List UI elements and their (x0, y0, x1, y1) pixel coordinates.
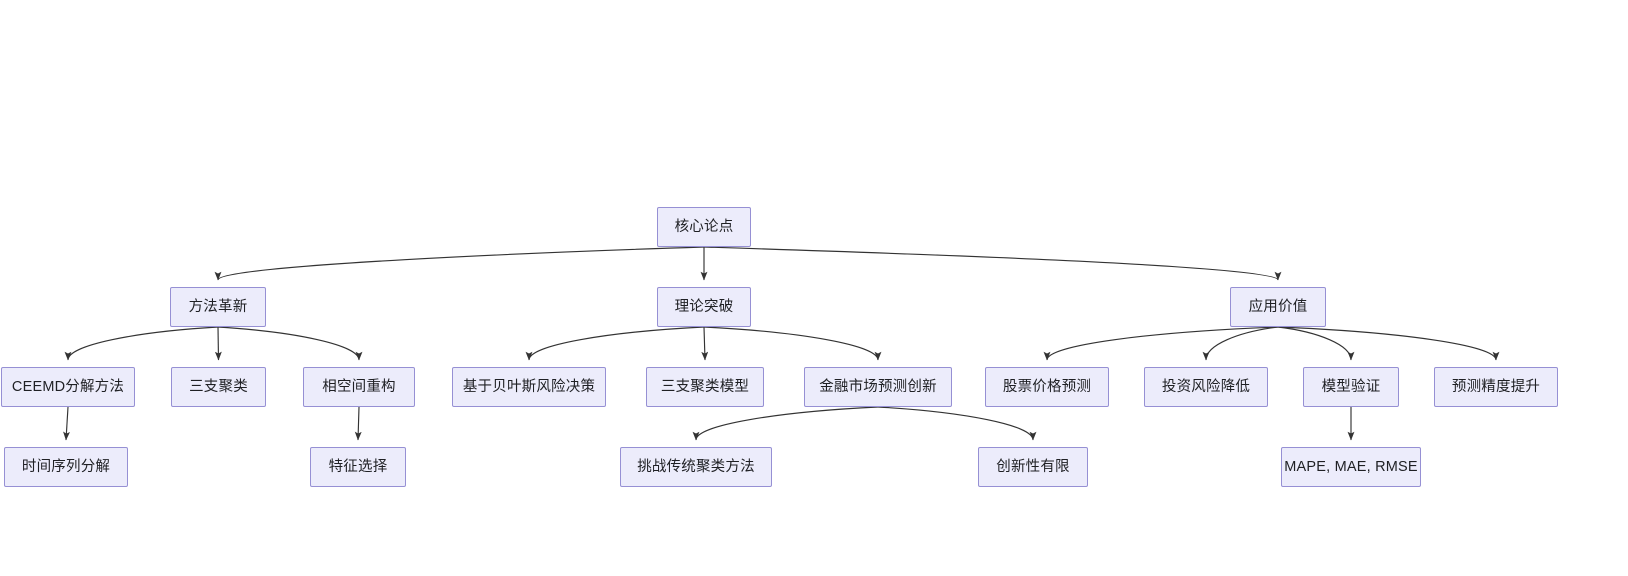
node-label: 三支聚类模型 (660, 378, 750, 395)
edge-theory-to-threemodel (701, 326, 709, 361)
edge-application-to-accuracy (1277, 326, 1500, 361)
edge-application-to-stock (1043, 326, 1279, 361)
node-finance[interactable]: 金融市场预测创新 (804, 367, 952, 407)
node-application[interactable]: 应用价值 (1230, 287, 1326, 327)
node-label: 时间序列分解 (21, 458, 111, 475)
node-phase[interactable]: 相空间重构 (303, 367, 415, 407)
edge-method-to-threeway (214, 326, 222, 361)
node-label: 应用价值 (1248, 298, 1308, 315)
edge-ceemd-to-tsdecomp (63, 406, 70, 441)
node-label: 金融市场预测创新 (819, 378, 937, 395)
node-label: MAPE, MAE, RMSE (1284, 458, 1418, 475)
node-limited[interactable]: 创新性有限 (978, 447, 1088, 487)
node-label: 基于贝叶斯风险决策 (462, 378, 596, 395)
edge-root-to-application (703, 246, 1282, 281)
node-challenge[interactable]: 挑战传统聚类方法 (620, 447, 772, 487)
node-stock[interactable]: 股票价格预测 (985, 367, 1109, 407)
edge-method-to-ceemd (64, 326, 219, 361)
node-ceemd[interactable]: CEEMD分解方法 (1, 367, 135, 407)
edge-finance-to-challenge (692, 406, 879, 441)
node-label: 预测精度提升 (1451, 378, 1541, 395)
node-label: 相空间重构 (322, 378, 396, 395)
node-label: 模型验证 (1321, 378, 1381, 395)
edge-theory-to-bayes (525, 326, 705, 361)
node-label: 核心论点 (674, 218, 734, 235)
edge-application-to-validate (1277, 326, 1355, 361)
node-label: CEEMD分解方法 (11, 378, 125, 395)
node-accuracy[interactable]: 预测精度提升 (1434, 367, 1558, 407)
node-label: 挑战传统聚类方法 (637, 458, 755, 475)
node-label: 方法革新 (188, 298, 248, 315)
edge-root-to-method (214, 246, 705, 281)
edge-phase-to-feature (354, 406, 362, 441)
edge-application-to-risk (1202, 326, 1279, 361)
node-theory[interactable]: 理论突破 (657, 287, 751, 327)
node-label: 特征选择 (328, 458, 388, 475)
node-threemodel[interactable]: 三支聚类模型 (646, 367, 764, 407)
node-validate[interactable]: 模型验证 (1303, 367, 1399, 407)
node-threeway[interactable]: 三支聚类 (171, 367, 266, 407)
edge-method-to-phase (217, 326, 363, 361)
node-label: 创新性有限 (996, 458, 1070, 475)
node-root[interactable]: 核心论点 (657, 207, 751, 247)
edge-finance-to-limited (877, 406, 1037, 441)
node-metrics[interactable]: MAPE, MAE, RMSE (1281, 447, 1421, 487)
edge-theory-to-finance (703, 326, 882, 361)
node-label: 理论突破 (674, 298, 734, 315)
node-bayes[interactable]: 基于贝叶斯风险决策 (452, 367, 606, 407)
node-label: 投资风险降低 (1161, 378, 1251, 395)
node-method[interactable]: 方法革新 (170, 287, 266, 327)
node-risk[interactable]: 投资风险降低 (1144, 367, 1268, 407)
node-label: 三支聚类 (189, 378, 248, 395)
node-label: 股票价格预测 (1002, 378, 1092, 395)
node-feature[interactable]: 特征选择 (310, 447, 406, 487)
node-tsdecomp[interactable]: 时间序列分解 (4, 447, 128, 487)
